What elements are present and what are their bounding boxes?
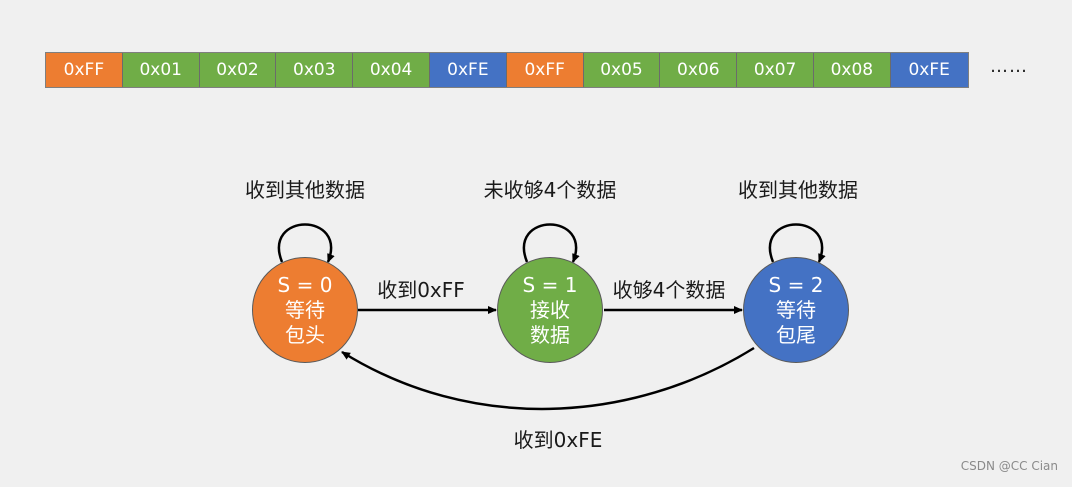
self-loop-label-s2: 收到其他数据 xyxy=(738,178,858,202)
state-s2-line2: 等待 xyxy=(776,297,816,322)
state-s0-line3: 包头 xyxy=(285,322,325,347)
byte-cell: 0xFF xyxy=(506,53,584,87)
state-s0: S = 0 等待 包头 xyxy=(252,257,358,363)
byte-cell: 0x08 xyxy=(813,53,891,87)
byte-cell: 0x07 xyxy=(737,53,814,87)
state-s1-line2: 接收 xyxy=(530,297,570,322)
byte-cell: 0x03 xyxy=(276,53,354,87)
byte-cell: 0x05 xyxy=(583,53,661,87)
byte-cell: 0x06 xyxy=(660,53,738,87)
transition-label-s2-s0: 收到0xFE xyxy=(513,428,603,452)
self-loop-s2 xyxy=(769,223,826,263)
watermark: CSDN @CC Cian xyxy=(960,459,1058,473)
byte-cell: 0x04 xyxy=(353,53,430,87)
transition-label-s1-s2: 收够4个数据 xyxy=(612,278,726,302)
state-s1: S = 1 接收 数据 xyxy=(497,257,603,363)
byte-cell: 0xFE xyxy=(429,53,507,87)
self-loop-s1 xyxy=(523,223,580,263)
arrow-s2-to-s0 xyxy=(341,346,755,411)
self-loop-label-s0: 收到其他数据 xyxy=(245,178,365,202)
state-s0-line1: S = 0 xyxy=(277,272,333,297)
self-loop-label-s1: 未收够4个数据 xyxy=(483,178,617,202)
byte-cell: 0x02 xyxy=(199,53,277,87)
state-s2: S = 2 等待 包尾 xyxy=(743,257,849,363)
byte-cell: 0xFF xyxy=(46,53,123,87)
byte-cell: 0x01 xyxy=(122,53,200,87)
transition-label-s0-s1: 收到0xFF xyxy=(377,278,465,302)
state-s0-line2: 等待 xyxy=(285,297,325,322)
self-loop-s0 xyxy=(278,223,335,263)
ellipsis: …… xyxy=(990,56,1028,77)
state-s2-line3: 包尾 xyxy=(776,322,816,347)
state-s1-line3: 数据 xyxy=(530,322,570,347)
state-s2-line1: S = 2 xyxy=(768,272,824,297)
byte-cell: 0xFE xyxy=(890,53,968,87)
state-s1-line1: S = 1 xyxy=(522,272,578,297)
